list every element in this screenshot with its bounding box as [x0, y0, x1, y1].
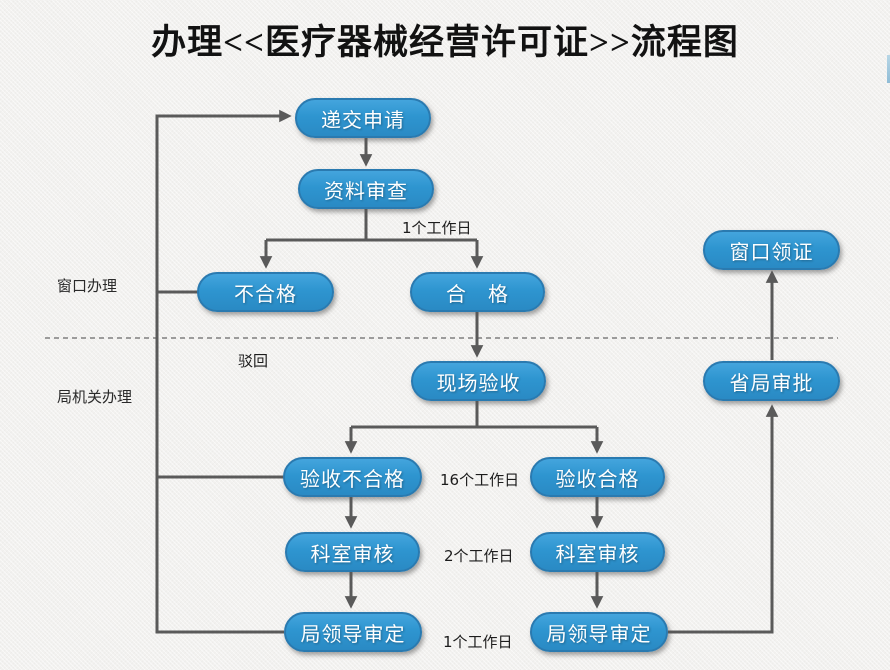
lane-label-window-processing: 窗口办理	[57, 277, 118, 295]
note-leader-approval-duration: 1个工作日	[443, 633, 513, 651]
note-acceptance-duration: 16个工作日	[440, 471, 520, 489]
note-reject: 驳回	[238, 352, 269, 370]
node-qualified: 合 格	[410, 272, 545, 312]
node-window-certificate: 窗口领证	[703, 230, 840, 270]
connector-leader-to-provincial	[668, 404, 779, 634]
node-dept-review-right: 科室审核	[530, 532, 665, 572]
connector-site-split-bar	[351, 401, 597, 429]
note-dept-review-duration: 2个工作日	[444, 547, 514, 565]
node-unqualified: 不合格	[197, 272, 334, 312]
node-document-review: 资料审查	[298, 169, 434, 209]
connector-feedback-loop	[155, 109, 292, 634]
note-review-duration: 1个工作日	[402, 219, 472, 237]
node-submit-application: 递交申请	[295, 98, 431, 138]
node-site-acceptance: 现场验收	[411, 361, 546, 401]
node-leader-approval-right: 局领导审定	[530, 612, 668, 652]
node-acceptance-fail: 验收不合格	[283, 457, 422, 497]
right-edge-blue-strip	[887, 55, 890, 83]
connector-review-split-bar	[266, 209, 477, 242]
node-leader-approval-left: 局领导审定	[284, 612, 422, 652]
node-provincial-approval: 省局审批	[703, 361, 840, 401]
lane-label-bureau-processing: 局机关办理	[57, 388, 133, 406]
page-title: 办理<<医疗器械经营许可证>>流程图	[151, 23, 739, 62]
node-acceptance-pass: 验收合格	[530, 457, 665, 497]
node-dept-review-left: 科室审核	[285, 532, 420, 572]
